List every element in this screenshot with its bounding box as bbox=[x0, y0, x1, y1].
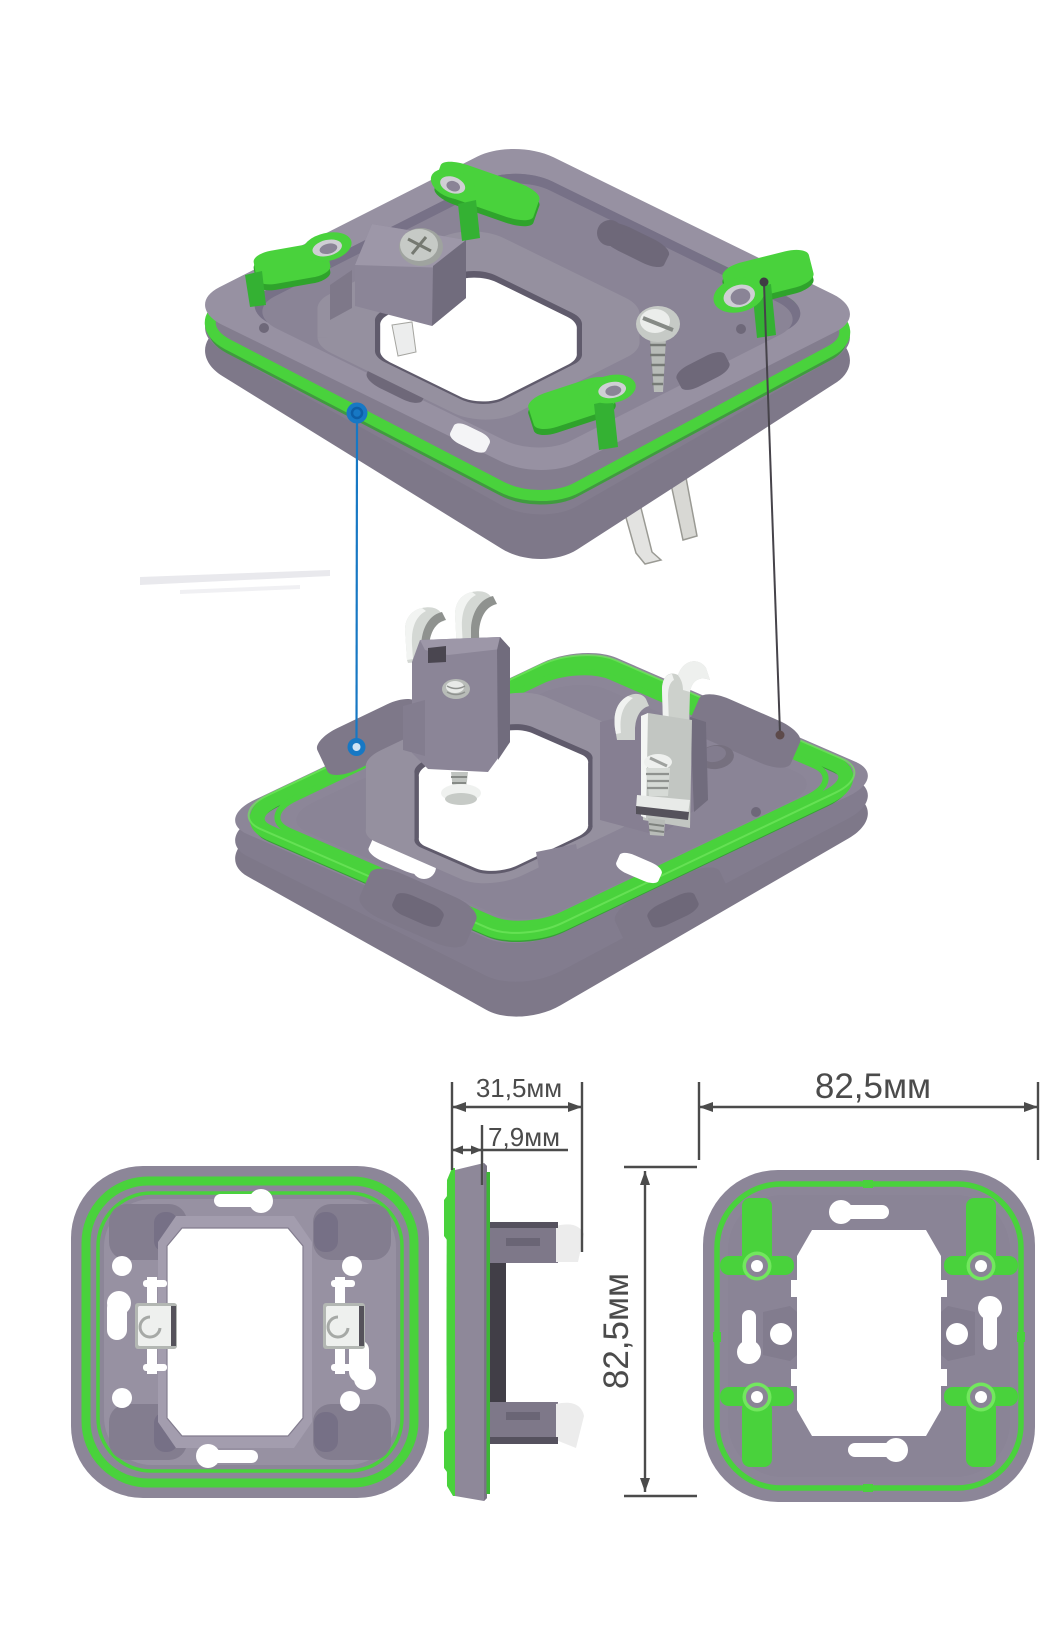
svg-text:82,5мм: 82,5мм bbox=[597, 1273, 636, 1389]
svg-text:82,5мм: 82,5мм bbox=[815, 1067, 931, 1106]
svg-text:7,9мм: 7,9мм bbox=[488, 1122, 560, 1152]
svg-text:31,5мм: 31,5мм bbox=[476, 1073, 562, 1103]
